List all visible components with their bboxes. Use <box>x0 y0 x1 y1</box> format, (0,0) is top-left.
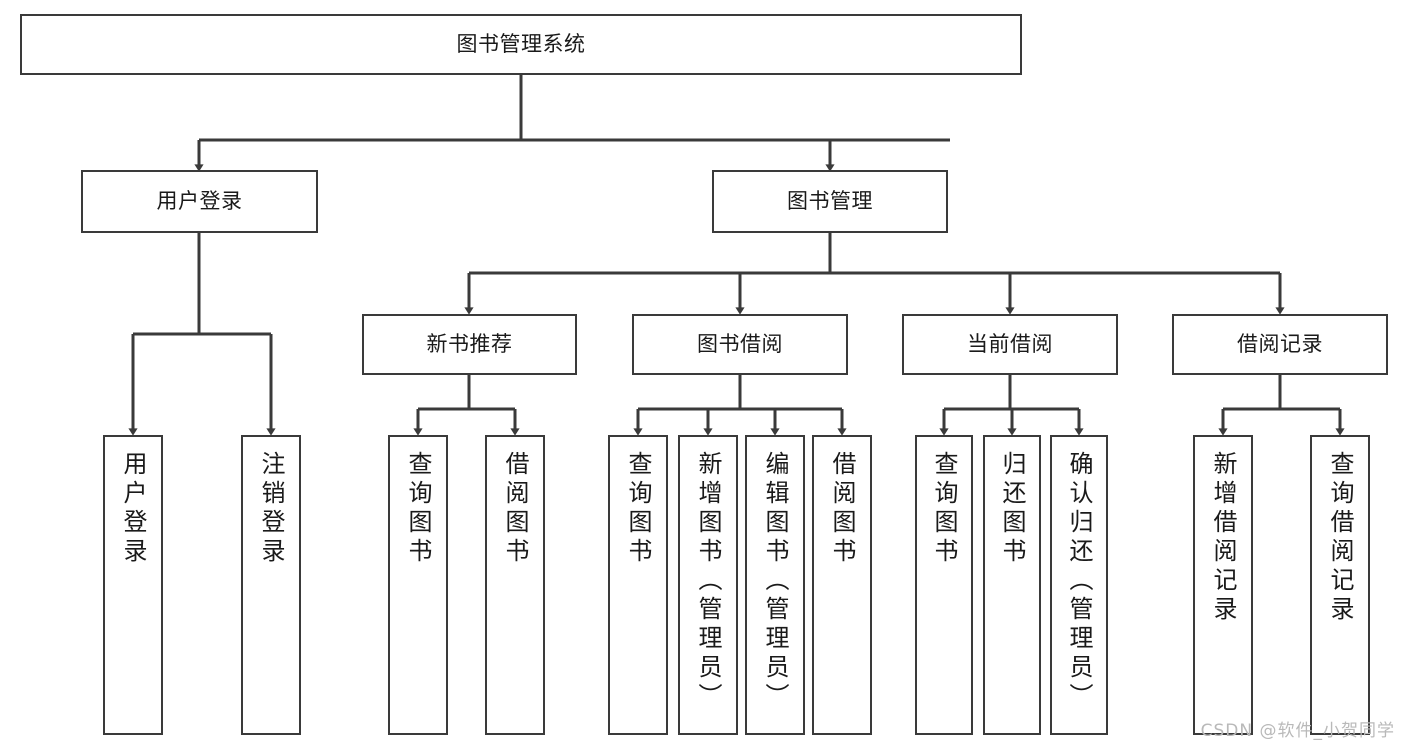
node-root[interactable]: 图书管理系统 <box>20 14 1022 75</box>
node-book-management-label: 图书管理 <box>787 189 873 214</box>
node-new-book-recommend-label: 新书推荐 <box>426 332 513 357</box>
node-leaf-query-book-1[interactable]: 查询图书 <box>388 435 448 735</box>
node-leaf-edit-book[interactable]: 编辑图书（管理员） <box>745 435 805 735</box>
node-leaf-user-login-label: 用户登录 <box>119 451 147 567</box>
node-borrow-record[interactable]: 借阅记录 <box>1172 314 1388 375</box>
node-leaf-borrow-book-1-label: 借阅图书 <box>501 451 529 567</box>
node-leaf-logout[interactable]: 注销登录 <box>241 435 301 735</box>
node-leaf-confirm-return[interactable]: 确认归还（管理员） <box>1050 435 1108 735</box>
node-leaf-query-book-2-label: 查询图书 <box>624 451 652 567</box>
node-current-borrow[interactable]: 当前借阅 <box>902 314 1118 375</box>
node-leaf-return-book[interactable]: 归还图书 <box>983 435 1041 735</box>
node-borrow-record-label: 借阅记录 <box>1237 332 1323 357</box>
node-leaf-add-record-label: 新增借阅记录 <box>1209 451 1237 625</box>
node-leaf-return-book-label: 归还图书 <box>998 451 1026 567</box>
node-book-borrow-label: 图书借阅 <box>697 332 783 357</box>
node-leaf-borrow-book-1[interactable]: 借阅图书 <box>485 435 545 735</box>
node-book-management[interactable]: 图书管理 <box>712 170 948 233</box>
node-book-borrow[interactable]: 图书借阅 <box>632 314 848 375</box>
node-leaf-borrow-book-2-label: 借阅图书 <box>828 451 856 567</box>
node-leaf-logout-label: 注销登录 <box>257 451 285 567</box>
node-current-borrow-label: 当前借阅 <box>967 332 1053 357</box>
node-leaf-borrow-book-2[interactable]: 借阅图书 <box>812 435 872 735</box>
node-leaf-edit-book-label: 编辑图书（管理员） <box>761 451 789 712</box>
node-leaf-query-book-3[interactable]: 查询图书 <box>915 435 973 735</box>
node-leaf-query-record-label: 查询借阅记录 <box>1326 451 1354 625</box>
node-user-login[interactable]: 用户登录 <box>81 170 318 233</box>
node-user-login-label: 用户登录 <box>156 189 243 214</box>
node-leaf-confirm-return-label: 确认归还（管理员） <box>1065 451 1093 712</box>
node-leaf-query-book-3-label: 查询图书 <box>930 451 958 567</box>
node-leaf-query-book-1-label: 查询图书 <box>404 451 432 567</box>
node-leaf-add-record[interactable]: 新增借阅记录 <box>1193 435 1253 735</box>
node-new-book-recommend[interactable]: 新书推荐 <box>362 314 577 375</box>
node-leaf-user-login[interactable]: 用户登录 <box>103 435 163 735</box>
node-leaf-query-book-2[interactable]: 查询图书 <box>608 435 668 735</box>
node-leaf-add-book[interactable]: 新增图书（管理员） <box>678 435 738 735</box>
node-leaf-add-book-label: 新增图书（管理员） <box>694 451 722 712</box>
node-root-label: 图书管理系统 <box>456 32 586 57</box>
node-leaf-query-record[interactable]: 查询借阅记录 <box>1310 435 1370 735</box>
